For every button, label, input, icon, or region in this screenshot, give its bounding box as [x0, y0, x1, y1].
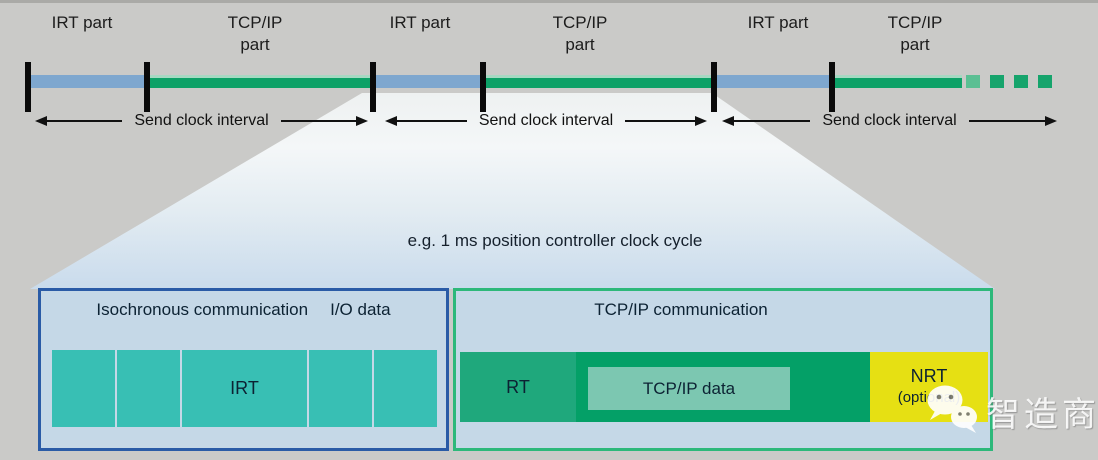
io-data-label: I/O data	[330, 300, 391, 319]
tcpip-line2: part	[900, 35, 930, 54]
tcpip-slot-row: RT TCP/IP data NRT (optional)	[460, 352, 988, 422]
arrow-right-icon	[1045, 116, 1058, 126]
tcpip-box-title: TCP/IP communication	[414, 300, 948, 320]
bar-dash-continuation	[1038, 75, 1052, 88]
tcpip-line1: TCP/IP	[227, 13, 283, 32]
irt-bar-segment-2	[373, 75, 483, 88]
arrow-line	[625, 120, 696, 122]
arrow-left-icon	[35, 116, 47, 126]
bar-dash-continuation	[1014, 75, 1028, 88]
send-clock-interval-1: Send clock interval	[35, 112, 369, 130]
interval-tick	[711, 62, 717, 112]
arrow-line	[734, 120, 811, 122]
irt-slot-cell	[374, 350, 437, 427]
irt-slot-cell	[52, 350, 115, 427]
tcpip-line1: TCP/IP	[552, 13, 608, 32]
tcpip-part-label-2: TCP/IP part	[553, 12, 608, 56]
arrow-right-icon	[356, 116, 369, 126]
bar-dash-continuation	[990, 75, 1004, 88]
nrt-label: NRT	[910, 366, 948, 386]
tcpip-title-text: TCP/IP communication	[594, 300, 768, 319]
isochronous-title-text: Isochronous communication	[96, 300, 309, 319]
tcpip-bar-segment-3	[832, 75, 962, 88]
interval-tick	[829, 62, 835, 112]
tcpip-part-label-3: TCP/IP part	[888, 12, 943, 56]
clock-cycle-note: e.g. 1 ms position controller clock cycl…	[407, 231, 703, 250]
arrow-line	[47, 120, 123, 122]
tcpip-segment: TCP/IP data	[576, 352, 870, 422]
bar-dash-continuation	[966, 75, 980, 88]
irt-label: IRT	[230, 378, 259, 398]
tcpip-bar-segment-2	[483, 75, 714, 88]
irt-part-label-2: IRT part	[389, 13, 451, 32]
arrow-right-icon	[695, 116, 708, 126]
send-clock-interval-2: Send clock interval	[385, 112, 708, 130]
interval-tick	[25, 62, 31, 112]
interval-tick	[144, 62, 150, 112]
wechat-icon	[927, 385, 977, 433]
arrow-line	[968, 120, 1046, 122]
arrow-line	[280, 120, 357, 122]
irt-bar-segment-1	[28, 75, 147, 88]
irt-slot-cell	[309, 350, 373, 427]
isochronous-communication-box: Isochronous communication I/O data IRT	[38, 288, 449, 451]
rt-segment: RT	[460, 352, 576, 422]
irt-bar-segment-3	[714, 75, 832, 88]
top-border-line	[0, 0, 1098, 3]
interval-tick	[370, 62, 376, 112]
isochronous-box-title: Isochronous communication I/O data	[41, 300, 446, 320]
tcpip-line2: part	[240, 35, 270, 54]
irt-slot-row: IRT	[52, 350, 437, 427]
irt-slot-cell-main: IRT	[181, 350, 308, 427]
arrow-left-icon	[385, 116, 397, 126]
arrow-line	[397, 120, 467, 122]
irt-part-label-1: IRT part	[51, 13, 113, 32]
tcpip-data-block: TCP/IP data	[588, 367, 790, 410]
tcpip-line1: TCP/IP	[887, 13, 943, 32]
interval-tick	[480, 62, 486, 112]
send-clock-interval-label: Send clock interval	[822, 112, 957, 129]
rt-label: RT	[506, 376, 530, 397]
irt-slot-cell	[116, 350, 180, 427]
tcpip-bar-segment-1	[147, 75, 373, 88]
watermark: 智造商	[922, 381, 1098, 437]
tcpip-line2: part	[565, 35, 595, 54]
tcpip-part-label-1: TCP/IP part	[228, 12, 283, 56]
tcpip-data-label: TCP/IP data	[642, 378, 736, 398]
send-clock-interval-label: Send clock interval	[134, 112, 269, 129]
arrow-left-icon	[722, 116, 734, 126]
send-clock-interval-3: Send clock interval	[722, 112, 1058, 130]
irt-part-label-3: IRT part	[747, 13, 809, 32]
watermark-text: 智造商	[986, 396, 1098, 434]
send-clock-interval-label: Send clock interval	[478, 112, 614, 129]
tcpip-communication-box: TCP/IP communication RT TCP/IP data NRT …	[453, 288, 993, 451]
